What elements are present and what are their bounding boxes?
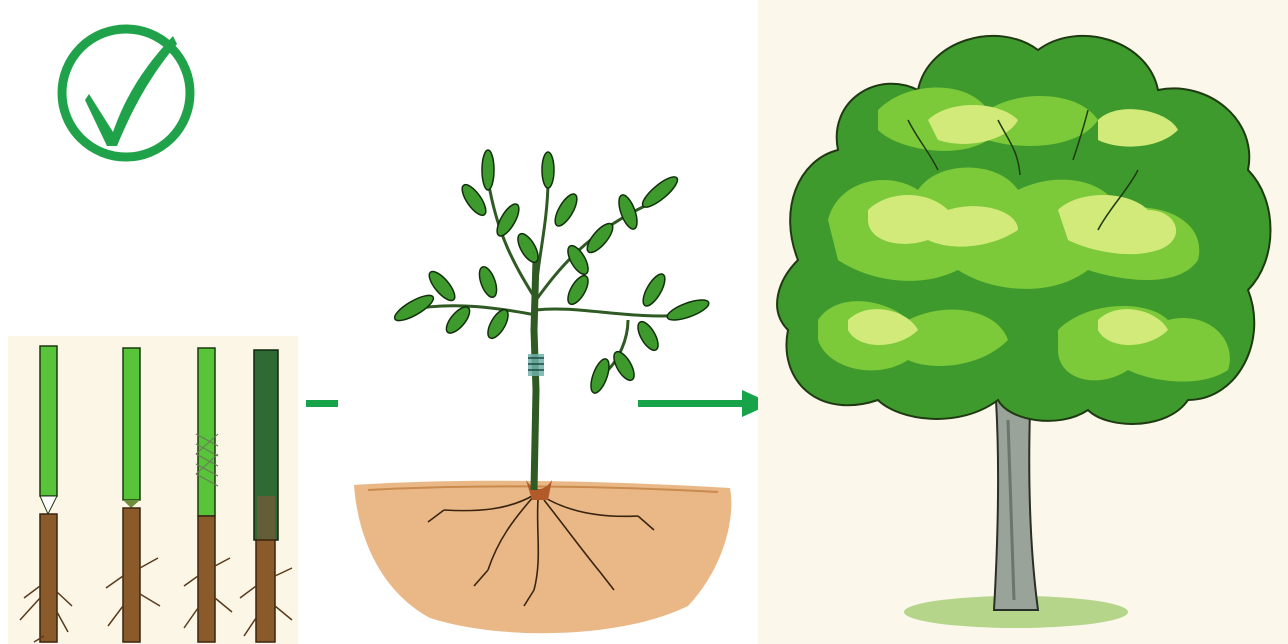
grafted-stick-icon xyxy=(20,346,72,642)
check-circle-icon xyxy=(55,22,197,164)
arrow-right-2 xyxy=(638,388,774,420)
check-mark xyxy=(55,22,197,164)
grafted-stick-icon xyxy=(184,348,232,642)
grafted-stick-icon xyxy=(106,348,160,642)
grafted-cuttings-illustration xyxy=(8,336,298,644)
grafted-cuttings-panel xyxy=(8,336,298,644)
grafted-stick-icon xyxy=(240,350,292,642)
tree-icon xyxy=(758,0,1288,644)
arrow-right-icon xyxy=(638,388,774,420)
mature-tree-panel xyxy=(758,0,1288,644)
